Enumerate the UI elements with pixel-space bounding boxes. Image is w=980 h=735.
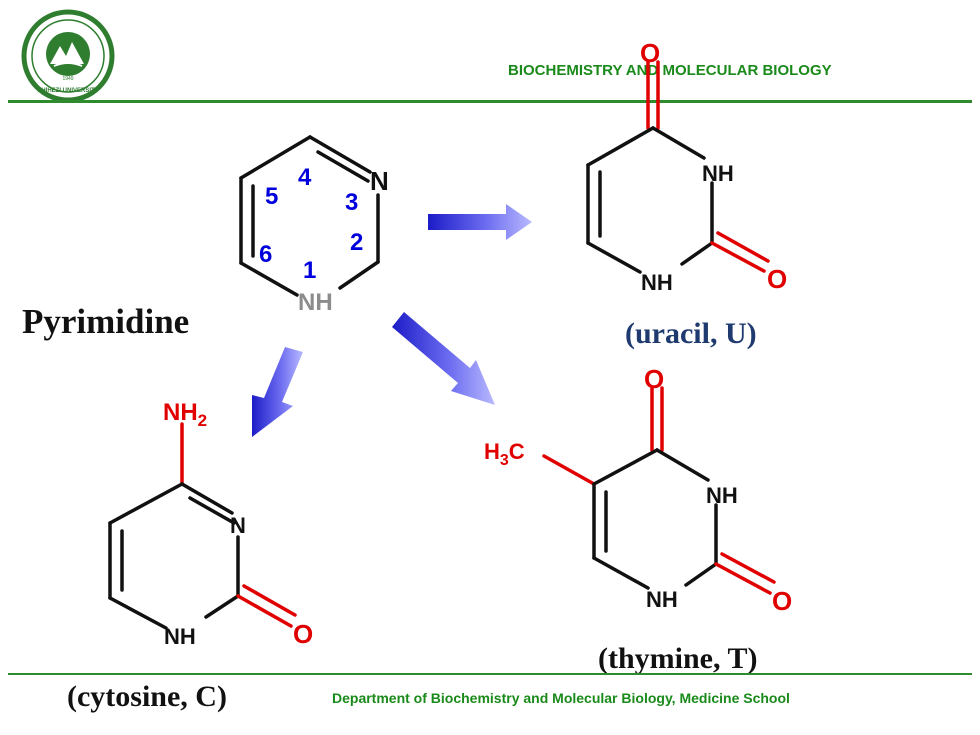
cytosine-n3: N (230, 513, 246, 538)
pyrimidine-n3: N (370, 166, 389, 196)
cytosine-caption: (cytosine, C) (67, 680, 227, 713)
thymine-o2: O (772, 586, 792, 616)
cytosine-structure (108, 422, 297, 630)
pyrimidine-num-3: 3 (345, 189, 358, 216)
cytosine-nh2: NH2 (163, 399, 207, 430)
uracil-nh3: NH (702, 161, 734, 186)
thymine-caption: (thymine, T) (598, 642, 757, 675)
cytosine-nh1: NH (164, 624, 196, 649)
arrow-to-thymine (392, 312, 495, 405)
university-logo: 1949 SHIHEZI UNIVERSITY (21, 9, 115, 103)
uracil-o4: O (640, 38, 660, 68)
arrow-to-uracil (428, 204, 532, 240)
pyrimidine-name: Pyrimidine (22, 302, 189, 341)
pyrimidine-nh1: NH (298, 289, 333, 316)
pyrimidine-num-5: 5 (265, 183, 278, 210)
header-title: BIOCHEMISTRY AND MOLECULAR BIOLOGY (508, 62, 832, 79)
footer-text: Department of Biochemistry and Molecular… (332, 690, 790, 706)
uracil-o2: O (767, 264, 787, 294)
pyrimidine-num-2: 2 (350, 229, 363, 256)
logo-year: 1949 (62, 76, 73, 82)
pyrimidine-num-4: 4 (298, 164, 312, 191)
thymine-nh1: NH (646, 587, 678, 612)
thymine-o4: O (644, 364, 664, 394)
uracil-structure (586, 60, 770, 274)
pyrimidine-num-6: 6 (259, 241, 272, 268)
footer-divider (8, 673, 972, 675)
logo-text: SHIHEZI UNIVERSITY (37, 88, 98, 94)
pyrimidine-num-1: 1 (303, 257, 316, 284)
uracil-nh1: NH (641, 270, 673, 295)
thymine-structure (542, 386, 776, 595)
header-divider (8, 100, 972, 103)
arrow-to-cytosine (252, 347, 303, 437)
uracil-caption: (uracil, U) (625, 317, 757, 350)
pyrimidine-structure (239, 135, 380, 297)
cytosine-o2: O (293, 619, 313, 649)
thymine-h3c: H3C (484, 439, 525, 469)
thymine-nh3: NH (706, 483, 738, 508)
